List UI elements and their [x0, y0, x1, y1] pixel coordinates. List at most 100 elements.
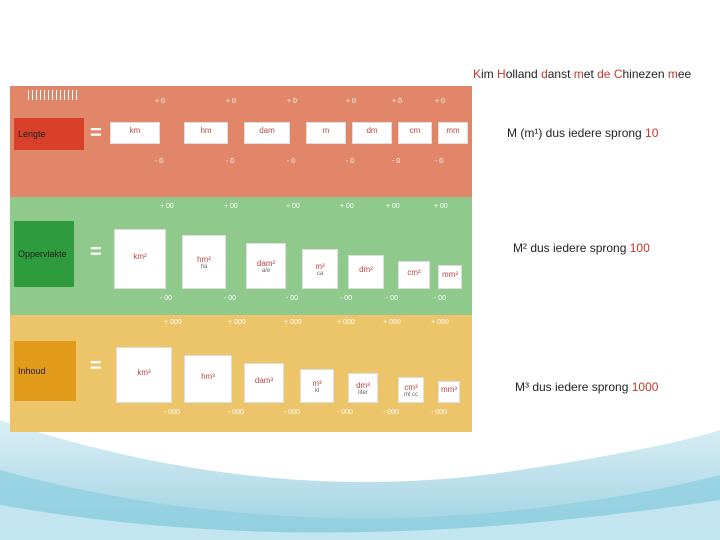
oppervlakte-label: Oppervlakte [14, 221, 74, 287]
heading-segment: m [667, 67, 678, 81]
unit-label: cm [409, 126, 421, 135]
arrow-up-label: + 000 [164, 319, 182, 326]
unit-label: m² [315, 262, 325, 271]
unit-label: km [129, 126, 141, 135]
unit-label: m³ [312, 379, 322, 388]
unit-label: cm² [407, 268, 421, 277]
arrow-up-label: + 00 [434, 203, 448, 210]
arrow-down-label: - 000 [431, 409, 447, 416]
heading-segment: hinezen [622, 67, 668, 81]
ruler-ticks [28, 90, 80, 100]
heading-segment: C [613, 67, 623, 81]
arrow-up-label: + 000 [337, 319, 355, 326]
heading-segment: H [497, 67, 506, 81]
equals-sign: = [90, 241, 102, 263]
unit-label: dm³ [356, 381, 370, 390]
unit-label: mm³ [441, 385, 457, 394]
row-lengte-value: 10 [645, 126, 659, 140]
arrow-up-label: + 0 [392, 98, 402, 105]
arrow-down-label: - 0 [226, 158, 235, 165]
arrow-down-label: - 00 [434, 295, 447, 302]
heading-segment: d [541, 67, 548, 81]
arrow-down-label: - 000 [383, 409, 399, 416]
arrow-up-label: + 00 [286, 203, 300, 210]
equals-sign: = [90, 122, 102, 144]
arrow-up-label: + 000 [431, 319, 449, 326]
row-lengte-prefix: M (m¹) dus iedere sprong [507, 126, 646, 140]
unit-label: dam³ [254, 376, 274, 385]
unit-label: km³ [137, 368, 151, 377]
unit-label: cm³ [404, 383, 418, 392]
unit-sublabel: ml cc [404, 392, 418, 398]
unit-box-opp: dm² [348, 255, 384, 289]
heading-segment: de [597, 67, 611, 81]
unit-label: hm² [197, 255, 211, 264]
arrow-down-label: - 00 [286, 295, 299, 302]
unit-label: mm [446, 126, 460, 135]
heading-segment: anst [547, 67, 574, 81]
unit-box-lengte: dam [244, 122, 290, 144]
arrow-up-label: + 00 [386, 203, 400, 210]
unit-label: dam² [256, 259, 276, 268]
equals-sign: = [90, 355, 102, 377]
arrow-down-label: - 00 [386, 295, 399, 302]
arrow-down-label: - 0 [392, 158, 401, 165]
row-inhoud-text: M³ dus iedere sprong 1000 [515, 380, 658, 394]
unit-box-opp: mm² [438, 265, 462, 289]
unit-label: hm³ [201, 372, 215, 381]
unit-box-inhoud: km³ [116, 347, 172, 403]
heading-segment: ee [677, 67, 692, 81]
arrow-up-label: + 000 [383, 319, 401, 326]
unit-sublabel: a/e [261, 268, 271, 274]
arrow-up-label: + 000 [228, 319, 246, 326]
row-oppervlakte-text: M² dus iedere sprong 100 [513, 241, 650, 255]
arrow-up-label: + 0 [287, 98, 297, 105]
conversion-chart-image: Lengte = km + 0 - 0 hm + 0 - 0 dam + 0 - 0 m + 0 - … [10, 86, 472, 432]
arrow-down-label: - 00 [160, 295, 173, 302]
arrow-up-label: + 0 [155, 98, 165, 105]
unit-sublabel: liter [358, 390, 368, 396]
arrow-up-label: + 0 [435, 98, 445, 105]
arrow-up-label: + 0 [226, 98, 236, 105]
arrow-up-label: + 00 [224, 203, 238, 210]
lengte-band: Lengte = km + 0 - 0 hm + 0 - 0 dam + 0 - 0 m + 0 - … [10, 86, 472, 197]
arrow-down-label: - 000 [164, 409, 180, 416]
unit-box-inhoud: mm³ [438, 381, 460, 403]
unit-box-lengte: hm [184, 122, 228, 144]
heading-line: Kim Holland danst met de Chinezen mee [473, 67, 691, 81]
arrow-up-label: + 000 [284, 319, 302, 326]
unit-label: dm [366, 126, 378, 135]
unit-box-lengte: dm [352, 122, 392, 144]
row-lengte-text: M (m¹) dus iedere sprong 10 [507, 126, 658, 140]
unit-label: dm² [359, 265, 373, 274]
arrow-down-label: - 0 [155, 158, 164, 165]
unit-label: mm² [442, 270, 458, 279]
unit-sublabel: ca [316, 271, 324, 277]
arrow-up-label: + 00 [340, 203, 354, 210]
row-inhoud-value: 1000 [631, 380, 659, 394]
arrow-down-label: - 000 [284, 409, 300, 416]
unit-sublabel: ha [200, 264, 208, 270]
heading-segment: m [573, 67, 584, 81]
unit-label: dam [259, 126, 275, 135]
arrow-down-label: - 00 [224, 295, 237, 302]
unit-box-lengte: m [306, 122, 346, 144]
unit-box-inhoud: hm³ [184, 355, 232, 403]
arrow-down-label: - 0 [435, 158, 444, 165]
row-inhoud-prefix: M³ dus iedere sprong [515, 380, 632, 394]
unit-box-opp: km² [114, 229, 166, 289]
row-oppervlakte-prefix: M² dus iedere sprong [513, 241, 630, 255]
unit-label: m [322, 126, 330, 135]
lengte-label: Lengte [14, 118, 84, 150]
arrow-down-label: - 0 [346, 158, 355, 165]
unit-label: km² [133, 252, 147, 261]
heading-segment: im [481, 67, 498, 81]
heading-segment: et [583, 67, 598, 81]
heading-segment: K [473, 67, 482, 81]
